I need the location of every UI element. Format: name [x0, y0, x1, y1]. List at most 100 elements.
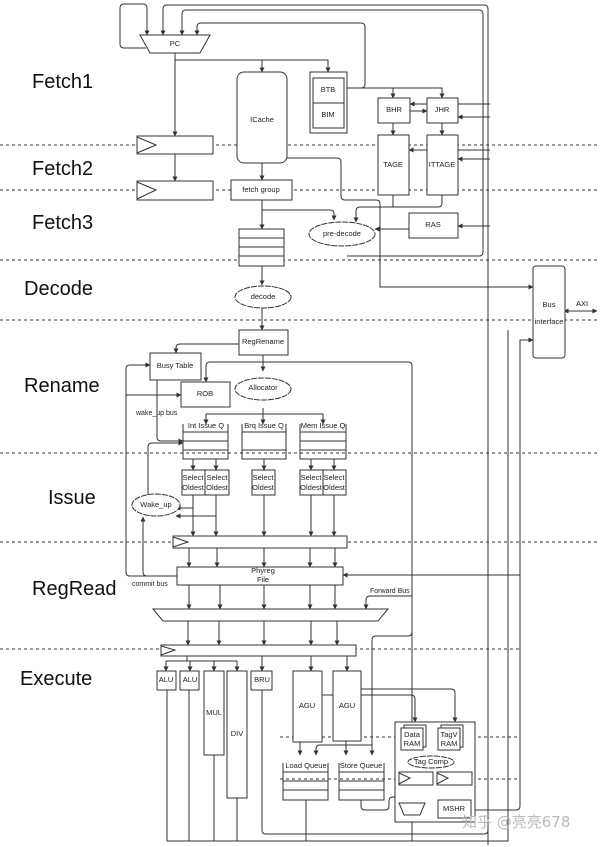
svg-text:Oldest: Oldest	[206, 483, 229, 492]
tagv-ram-label-2: RAM	[441, 739, 458, 748]
brq-issue-queue: Brq Issue Q	[241, 421, 287, 460]
stage-label-rename: Rename	[24, 375, 100, 397]
int-issue-queue: Int Issue Q	[182, 421, 229, 460]
agu-0-label: AGU	[299, 701, 315, 710]
load-data-mux	[398, 802, 426, 816]
stage-label-regread: RegRead	[32, 578, 117, 600]
alu-1-block	[179, 670, 200, 691]
execute-pipeline-register	[160, 644, 357, 657]
issue-pipeline-register	[172, 535, 348, 549]
tage-block	[377, 134, 410, 196]
rob-block	[180, 381, 231, 408]
mul-label: MUL	[206, 708, 222, 717]
div-label: DIV	[231, 729, 244, 738]
bru-label: BRU	[254, 675, 270, 684]
decode-cloud	[234, 285, 292, 309]
agu-0-block	[292, 670, 323, 743]
wake-up-label: Wake_up	[140, 500, 171, 509]
fetch-group-block	[230, 179, 293, 201]
commit-bus-label: commit bus	[132, 581, 168, 588]
fetch-queue	[238, 228, 285, 267]
int-issue-q-label: Int Issue Q	[188, 421, 224, 430]
svg-text:Select: Select	[301, 473, 323, 482]
stage-label-decode: Decode	[24, 278, 93, 300]
stage-label-issue: Issue	[48, 487, 96, 509]
bim-label: BIM	[321, 110, 334, 119]
clock-triangle-icon	[436, 772, 450, 785]
fetch-group-label: fetch group	[242, 185, 280, 194]
svg-text:Select: Select	[253, 473, 275, 482]
bus-interface-block	[532, 265, 566, 359]
brq-issue-q-label: Brq Issue Q	[244, 421, 284, 430]
mem-issue-q-label: Mem Issue Q	[301, 421, 346, 430]
reg-rename-block	[238, 329, 289, 356]
busy-table-block	[149, 352, 202, 381]
phyreg-label-1: Phyreg	[251, 566, 275, 575]
dcache-register-0	[398, 771, 434, 786]
clock-triangle-icon	[398, 772, 412, 785]
mshr-label: MSHR	[443, 804, 466, 813]
alu-0-label: ALU	[159, 675, 174, 684]
fetch2-pipeline-register	[136, 180, 214, 201]
wake-up-cloud	[131, 493, 181, 517]
rob-label: ROB	[197, 389, 213, 398]
svg-text:Oldest: Oldest	[252, 483, 275, 492]
bus-interface-label-1: Bus	[543, 300, 556, 309]
stage-label-execute: Execute	[20, 668, 92, 690]
ras-block	[408, 212, 459, 239]
agu-1-label: AGU	[339, 701, 355, 710]
bim-block	[312, 102, 345, 129]
jhr-label: JHR	[435, 105, 450, 114]
bru-block	[250, 670, 273, 691]
data-ram-block	[400, 727, 424, 751]
svg-text:Oldest: Oldest	[300, 483, 323, 492]
btb-block	[312, 77, 345, 104]
watermark: 知乎 @亮亮678	[462, 813, 570, 831]
tag-comp-label: Tag Comp	[414, 757, 448, 766]
svg-text:Oldest: Oldest	[323, 483, 346, 492]
ittage-block	[426, 134, 459, 196]
bypass-mux	[151, 608, 390, 622]
clock-triangle-icon	[160, 645, 177, 656]
load-queue: Load Queue	[282, 761, 329, 801]
phyreg-label-2: File	[257, 575, 269, 584]
bus-interface-label-2: interface	[535, 317, 564, 326]
agu-1-block	[332, 670, 362, 742]
tagv-ram-block	[437, 727, 461, 751]
clock-triangle-icon	[172, 536, 190, 548]
busy-table-label: Busy Table	[157, 361, 194, 370]
data-ram-label-2: RAM	[404, 739, 421, 748]
icache-label: ICache	[250, 115, 274, 124]
clock-triangle-icon	[136, 136, 158, 154]
svg-text:Select: Select	[207, 473, 229, 482]
ittage-label: ITTAGE	[429, 160, 456, 169]
jhr-block	[426, 97, 459, 124]
mul-block	[203, 670, 225, 756]
div-block	[226, 670, 248, 799]
allocator-label: Allocator	[248, 383, 278, 392]
reg-rename-label: RegRename	[242, 337, 284, 346]
tag-comp-cloud	[407, 755, 455, 769]
axi-label: AXI	[576, 299, 588, 308]
allocator-cloud	[234, 377, 292, 401]
btb-label: BTB	[321, 85, 336, 94]
tage-label: TAGE	[383, 160, 403, 169]
fetch1-pipeline-register	[136, 135, 214, 155]
stage-label-fetch1: Fetch1	[32, 71, 93, 93]
phyreg-file-block	[176, 566, 344, 586]
alu-0-block	[156, 670, 177, 691]
data-ram-label-1: Data	[404, 730, 421, 739]
mem-issue-queue: Mem Issue Q	[299, 421, 347, 460]
tagv-ram-label-1: TagV	[440, 730, 457, 739]
svg-text:Oldest: Oldest	[182, 483, 205, 492]
mshr-block	[437, 799, 472, 819]
alu-1-label: ALU	[183, 675, 198, 684]
clock-triangle-icon	[136, 181, 158, 200]
wires	[119, 3, 598, 845]
